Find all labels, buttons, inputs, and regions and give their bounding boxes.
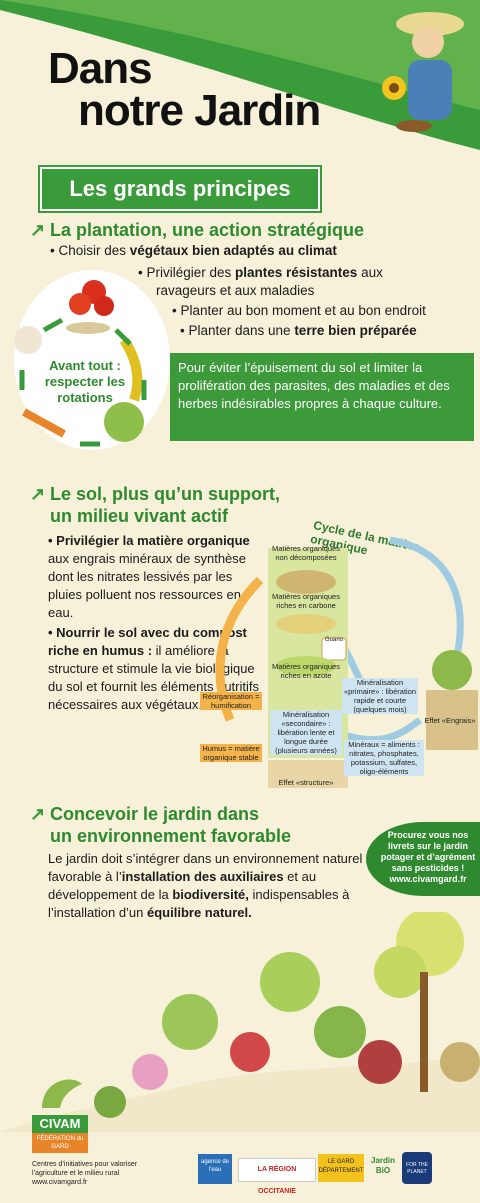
logo-agence-eau: agence de l’eau <box>198 1154 232 1184</box>
bullet-2: • Privilégier des plantes résistantes au… <box>138 265 383 298</box>
cycle-label-1: Matières organiques non décomposées <box>272 544 340 562</box>
section-banner: Les grands principes <box>40 167 320 211</box>
cycle-label-5: Minéralisation «primaire» : libération r… <box>342 678 418 714</box>
bullet-3: • Planter au bon moment et au bon endroi… <box>172 303 426 318</box>
section3-text: Le jardin doit s’intégrer dans un enviro… <box>48 851 363 920</box>
bullet-4: • Planter dans une terre bien préparée <box>180 323 417 338</box>
cycle-label-10: Effet «structure» <box>278 778 334 787</box>
garden-illustration <box>0 912 480 1132</box>
arrow-icon: ↗ <box>30 804 46 824</box>
cycle-bag-label: Guano <box>324 637 343 643</box>
page-title: Dans notre Jardin <box>48 44 321 135</box>
arrow-icon: ↗ <box>30 484 46 504</box>
logo-gard: LE GARD DÉPARTEMENT <box>318 1154 364 1182</box>
footer-tagline: Centres d’initiatives pour valoriser l’a… <box>32 1161 138 1186</box>
cycle-label-2: Matières organiques riches en carbone <box>272 592 340 610</box>
rotation-arrow-icon <box>42 317 64 333</box>
cycle-label-6: Minéralisation «secondaire» : libération… <box>270 710 342 755</box>
title-line-2: notre Jardin <box>78 86 321 135</box>
section3-title: Concevoir le jardin dans un environnemen… <box>50 804 292 846</box>
civam-logo: CIVAM FÉDÉRATION du GARD <box>32 1070 88 1154</box>
logo-region: LA RÉGION OCCITANIE <box>238 1158 316 1195</box>
cycle-label-7: Humus = matière organique stable <box>200 744 262 762</box>
rotation-label: Avant tout : respecter les rotations <box>44 358 126 405</box>
gardener-illustration <box>382 12 464 132</box>
logo-jardin-bio: Jardin BiO <box>370 1156 395 1175</box>
section2-text: • Privilégier la matière organique aux e… <box>48 533 259 712</box>
vegetables-illustration <box>14 280 147 447</box>
title-line-1: Dans <box>48 44 153 93</box>
logo-for-the-planet: FOR THE PLANET <box>402 1152 432 1184</box>
info-box: Pour éviter l’épuisement du sol et limit… <box>170 353 474 441</box>
arrow-icon: ↗ <box>30 220 46 240</box>
cycle-label-9: Effet «Engrais» <box>424 716 476 725</box>
header-swoosh <box>0 0 480 150</box>
cycle-label-3: Matières organiques riches en azote <box>272 662 340 680</box>
cycle-label-4: Réorganisation = humification <box>200 692 262 710</box>
cycle-label-8: Minéraux = aliments : nitrates, phosphat… <box>344 740 424 776</box>
bullet-1: • Choisir des végétaux bien adaptés au c… <box>50 243 337 258</box>
section2-title: Le sol, plus qu’un support, un milieu vi… <box>50 484 280 526</box>
section1-title: La plantation, une action stratégique <box>50 220 365 240</box>
promo-bubble: Procurez vous nos livrets sur le jardin … <box>366 822 480 896</box>
